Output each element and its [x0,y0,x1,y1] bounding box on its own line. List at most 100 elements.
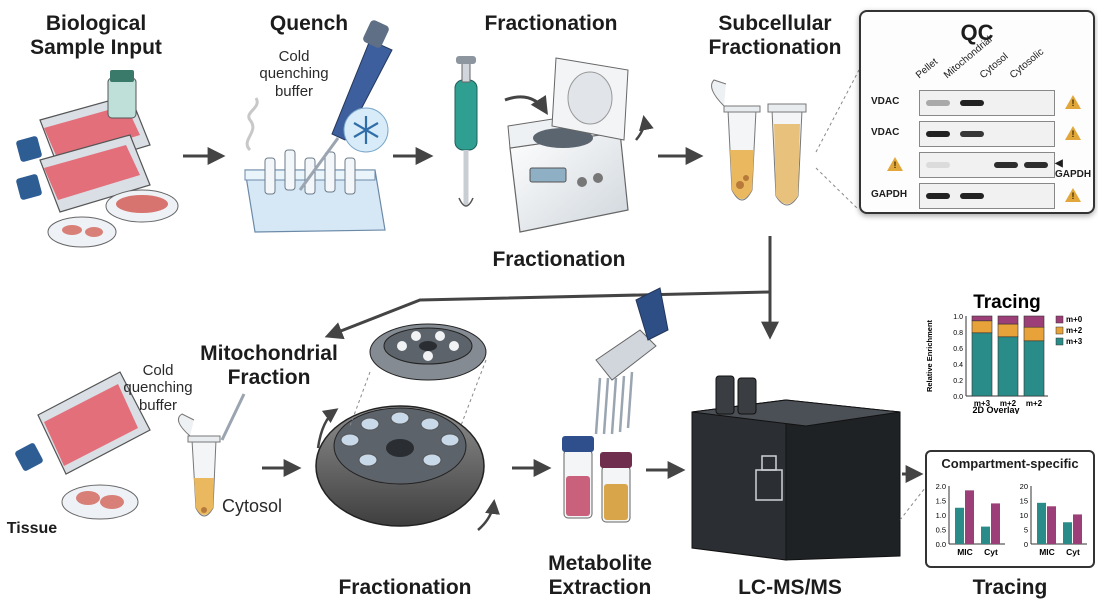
warning-glyph: ! [1071,129,1075,139]
blot-membrane [919,183,1055,209]
cytosol-tube-icon [177,393,246,517]
cold-quenching-buffer-note: Cold quenching buffer [259,48,329,100]
qc-title: QC [960,20,994,45]
petri-dish-icon [47,189,179,248]
tissue-flask-icon [15,371,151,520]
tracing-bottom-label: Tracing [972,576,1048,599]
bar [1063,522,1072,544]
blot-row: GAPDH! [871,183,1081,209]
y-tick-label: 1.5 [936,497,946,506]
y-tick-label: 0.0 [936,540,946,549]
y-tick-label: 5 [1024,526,1028,535]
x-tick-label: m+3 [974,399,991,408]
multichannel-pipette-icon [594,287,669,435]
chart-title: Tracing [973,292,1041,313]
fractionation-top-label: Fractionation [484,12,618,35]
blot-membrane [919,90,1055,116]
blot-band [960,193,984,199]
y-tick-label: 0.5 [936,526,946,535]
blot-membrane [919,121,1055,147]
lane-label: Cytosol [977,51,1011,81]
mitochondrial-fraction-label: Mitochondrial Fraction [200,342,338,389]
warning-glyph: ! [1071,98,1075,108]
bar [965,490,974,544]
y-tick-label: 1.0 [936,511,946,520]
blot-row: VDAC! [871,121,1081,147]
blot-band [926,162,950,168]
y-tick-label: 0 [1024,540,1028,549]
fractionation-bottom-label: Fractionation [338,576,472,599]
blot-row: VDAC! [871,90,1081,116]
legend-swatch [1055,326,1064,335]
blot-band [994,162,1018,168]
x-axis-title: 2D Overlay [972,405,1019,414]
lane-label: Cytosolic [1007,46,1047,81]
stacked-bar-segment [997,315,1019,325]
x-tick-label: Cyt [1066,547,1080,557]
y-tick-label: 10 [1020,511,1028,520]
y-tick-label: 0.4 [953,362,963,369]
y-axis-title: Relative Enrichment [925,319,934,392]
lcms-label: LC-MS/MS [738,576,842,599]
stacked-bar-segment [1023,315,1045,328]
fractionation-mid-label: Fractionation [492,248,626,271]
vial-icon [562,436,632,523]
warning-icon [1065,188,1081,202]
compartment-specific-title: Compartment-specific [941,456,1079,471]
y-tick-label: 2.0 [936,482,946,491]
bar [1073,514,1082,544]
blot-band [926,131,950,137]
stacked-bar-segment [1023,326,1045,342]
rotor-icon [315,323,487,527]
centrifuge-icon [507,57,629,233]
bar [1047,506,1056,544]
y-tick-label: 15 [1020,497,1028,506]
warning-icon [1065,126,1081,140]
metabolite-extraction-label: Metabolite Extraction [548,552,652,599]
cytosol-label: Cytosol [222,496,283,516]
handheld-pipette-icon [454,56,478,207]
stacked-bar-segment [997,323,1019,338]
y-tick-label: 20 [1020,482,1028,491]
bar [955,507,964,544]
tissue-label: Tissue [6,520,58,537]
legend-label: m+2 [1066,326,1083,335]
legend-swatch [1055,337,1064,346]
stacked-bar-segment [971,320,993,334]
blot-band [1024,162,1048,168]
microtube-icon [711,79,807,206]
legend-label: m+3 [1066,337,1083,346]
gapdh-side-label: ◀ GAPDH [1055,158,1092,180]
x-tick-label: m+2 [1000,399,1017,408]
pipette-icon [298,20,393,191]
biological-sample-input-label: Biological Sample Input [30,12,162,59]
y-tick-label: 1.0 [953,314,963,321]
blot-band [960,131,984,137]
qc-panel: QC Pellet Mitochondrial Cytosol Cytosoli… [859,10,1095,214]
stacked-bar-segment [971,315,993,322]
blot-protein-label: VDAC [871,127,900,138]
warning-glyph: ! [893,160,897,170]
warning-icon [1065,95,1081,109]
blot-membrane [919,152,1055,178]
y-tick-label: 0.8 [953,330,963,337]
blot-protein-label: GAPDH [871,189,908,200]
stacked-bar-segment [971,332,993,397]
blot-band [926,100,950,106]
legend-swatch [1055,315,1064,324]
blot-band [926,193,950,199]
y-tick-label: 0.2 [953,378,963,385]
snowflake-icon [343,107,389,153]
warning-icon [887,157,903,171]
x-tick-label: MIC [957,547,973,557]
bar [981,526,990,544]
stacked-bar-segment [997,336,1019,397]
bar [991,503,1000,544]
flask-stack-icon [16,70,151,213]
x-tick-label: MIC [1039,547,1055,557]
bar [1037,502,1046,544]
